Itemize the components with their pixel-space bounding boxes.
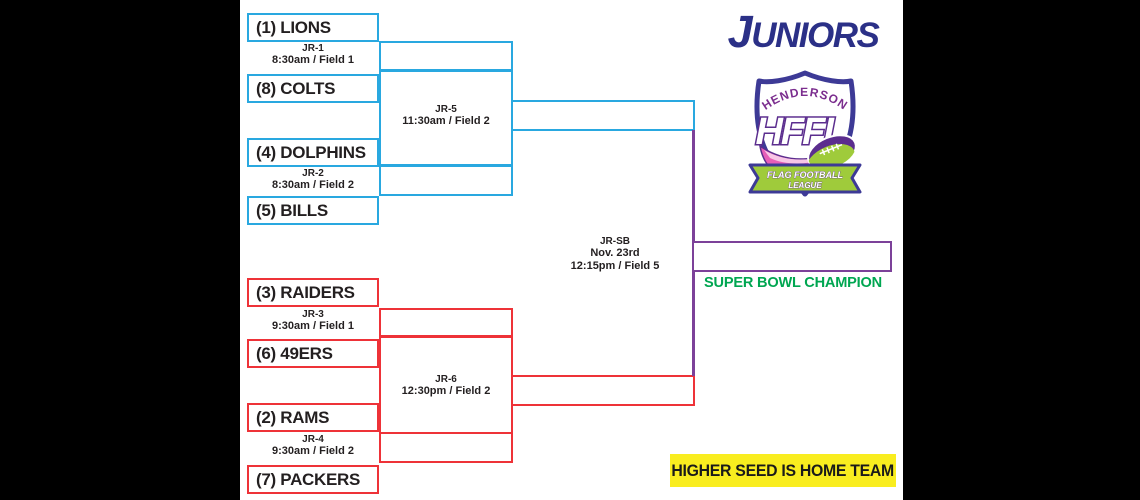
game-label-jr6: JR-6 12:30pm / Field 2	[380, 374, 512, 398]
game-time: 8:30am / Field 2	[272, 179, 354, 192]
team-box-rams: (2) RAMS	[247, 403, 379, 432]
hffl-league-logo: HENDERSON HFFL FLAG FOOTBALL LEAGUE	[748, 70, 862, 197]
game-time: 9:30am / Field 2	[272, 445, 354, 458]
team-box-49ers: (6) 49ERS	[247, 339, 379, 368]
game-code: JR-5	[435, 104, 457, 115]
home-team-rule-banner: HIGHER SEED IS HOME TEAM	[670, 454, 896, 487]
game-time: 12:30pm / Field 2	[401, 385, 491, 398]
game-time: 9:30am / Field 1	[272, 320, 354, 333]
game-time: 12:15pm / Field 5	[570, 259, 660, 272]
game-label-jr5: JR-5 11:30am / Field 2	[380, 104, 512, 128]
team-box-packers: (7) PACKERS	[247, 465, 379, 494]
logo-banner-bottom-text: LEAGUE	[788, 181, 822, 190]
game-label-jr4: JR-4 9:30am / Field 2	[247, 434, 379, 458]
game-code: JR-6	[435, 374, 457, 385]
logo-banner-top-text: FLAG FOOTBALL	[767, 170, 843, 180]
winner-slot-jr1	[379, 41, 513, 71]
game-code: JR-1	[302, 43, 324, 54]
winner-slot-jr3	[379, 308, 513, 337]
team-box-lions: (1) LIONS	[247, 13, 379, 42]
game-label-jr2: JR-2 8:30am / Field 2	[247, 168, 379, 192]
champion-slot	[692, 241, 892, 272]
champion-label: SUPER BOWL CHAMPION	[704, 274, 882, 291]
winner-slot-jr5	[511, 100, 695, 131]
team-box-colts: (8) COLTS	[247, 74, 379, 103]
game-label-jrsb: JR-SB Nov. 23rd 12:15pm / Field 5	[550, 236, 680, 272]
winner-slot-jr4	[379, 432, 513, 463]
game-code: JR-3	[302, 309, 324, 320]
game-time: 11:30am / Field 2	[402, 115, 490, 128]
winner-slot-jr6	[511, 375, 695, 406]
winner-slot-jr2	[379, 165, 513, 196]
logo-ribbon	[748, 163, 862, 194]
team-box-bills: (5) BILLS	[247, 196, 379, 225]
division-title: JUNIORS	[727, 6, 880, 57]
game-code: JR-SB	[599, 236, 630, 247]
game-date: Nov. 23rd	[590, 247, 640, 260]
team-box-dolphins: (4) DOLPHINS	[247, 138, 379, 167]
game-code: JR-2	[302, 168, 324, 179]
game-time: 8:30am / Field 1	[272, 54, 354, 67]
game-code: JR-4	[302, 434, 324, 445]
game-label-jr3: JR-3 9:30am / Field 1	[247, 309, 379, 333]
home-team-rule-text: HIGHER SEED IS HOME TEAM	[671, 460, 895, 480]
team-box-raiders: (3) RAIDERS	[247, 278, 379, 307]
game-label-jr1: JR-1 8:30am / Field 1	[247, 43, 379, 67]
